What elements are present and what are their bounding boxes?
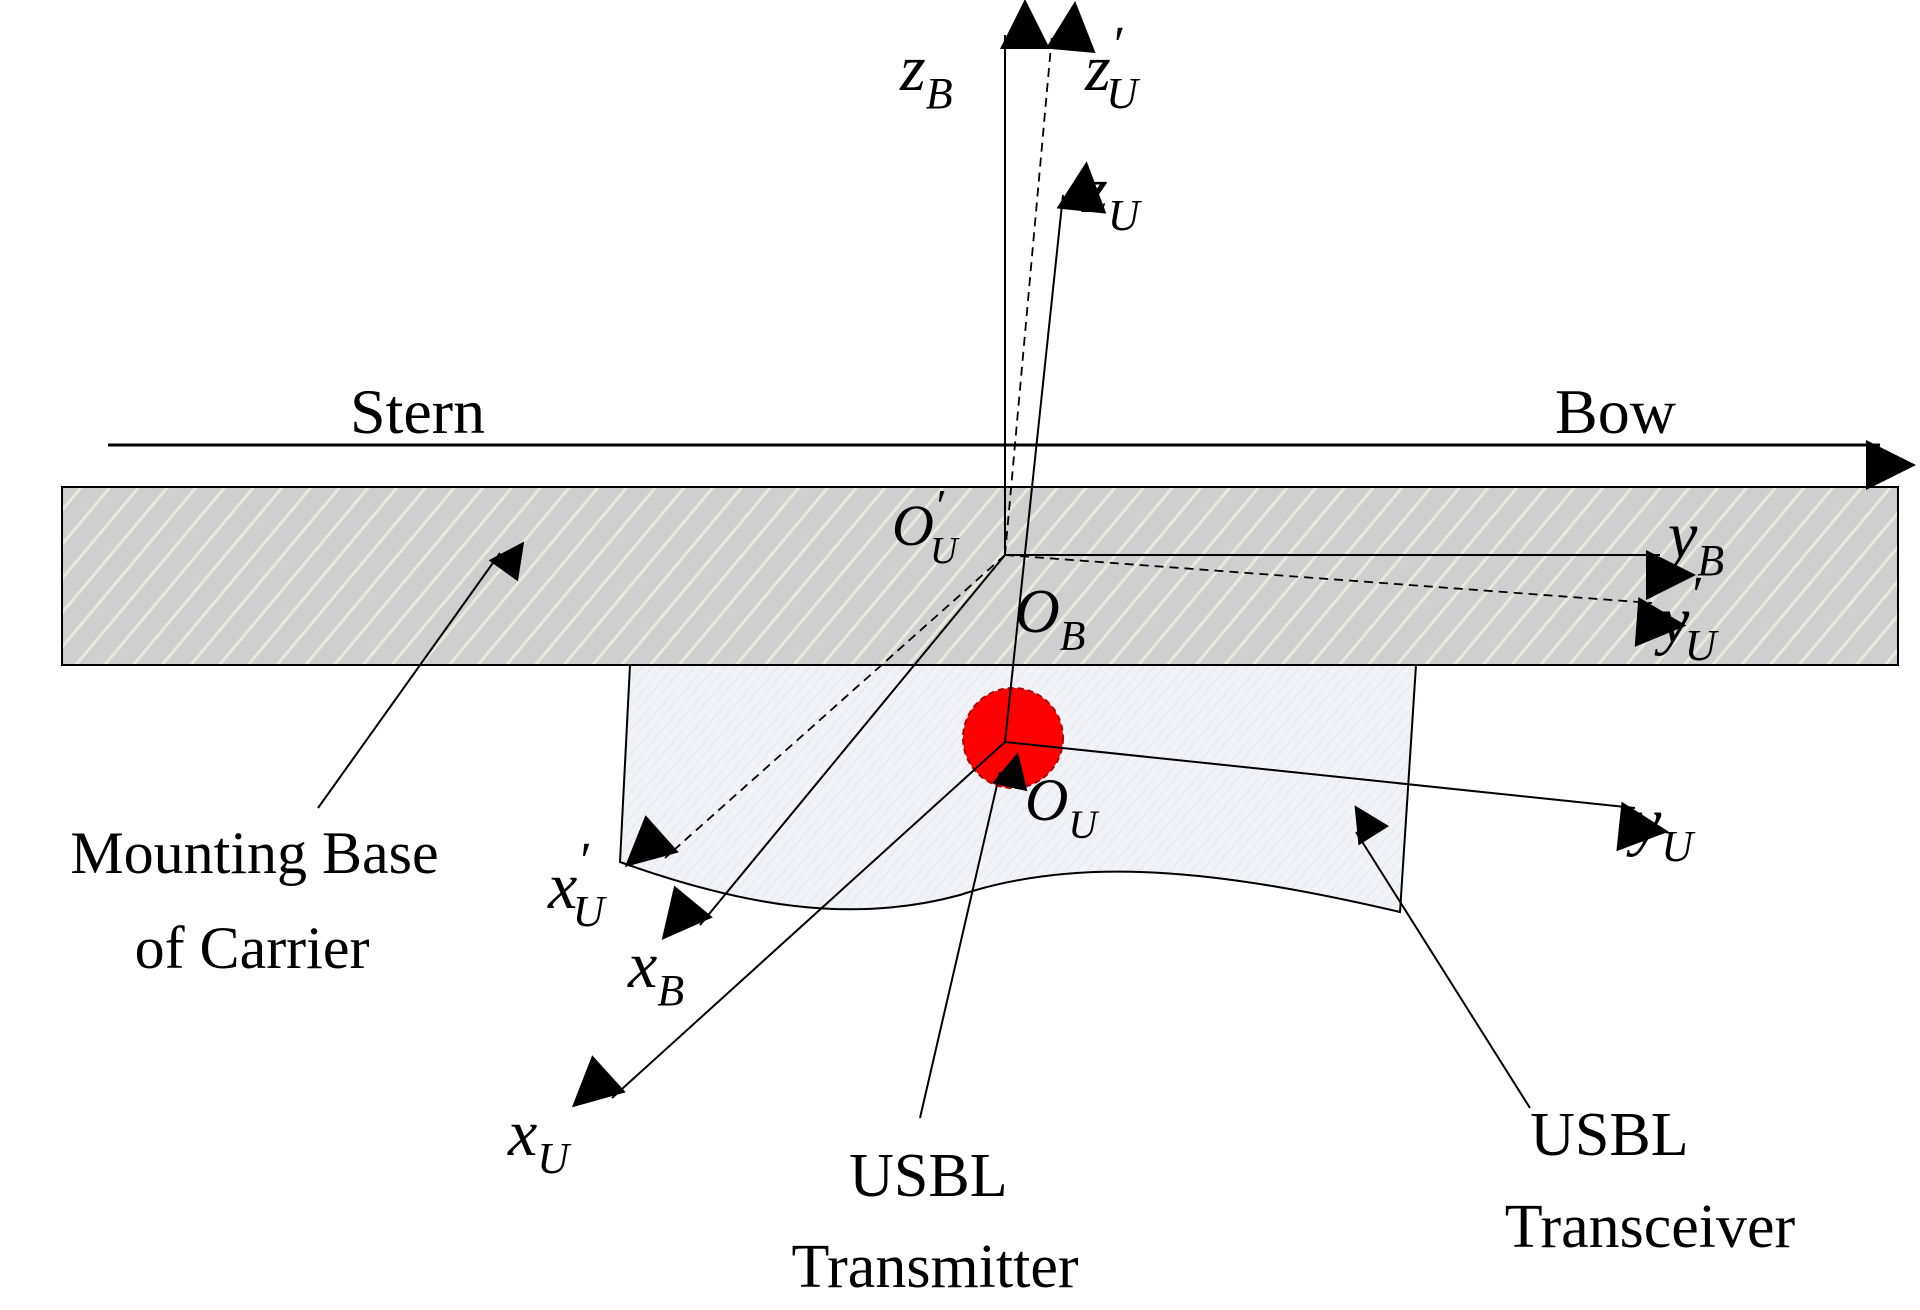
mounting-base-label-line2: of Carrier [135,915,370,981]
transmitter-label-line2: Transmitter [791,1233,1078,1301]
mounting-base-label: Mounting Base of Carrier [70,820,453,981]
transceiver-label: USBL Transceiver [1505,1101,1796,1261]
z-u-prime-mark: ′ [1111,17,1124,74]
x-u-prime-axis [624,554,1006,868]
y-u-prime-label: y′U [1654,567,1720,670]
y-u-letter: y [1626,785,1662,858]
z-u-axis [1004,161,1107,743]
x-b-subscript: B [657,966,684,1015]
y-u-prime-axis [1004,554,1687,647]
o-u-letter: O [1025,767,1068,833]
x-b-axis [661,554,1006,941]
mounting-base-label-line1: Mounting Base [70,820,438,886]
transmitter-label-line1: USBL [849,1142,1005,1210]
y-u-subscript: U [1661,822,1696,871]
y-b-letter: y [1662,499,1698,572]
z-u-letter: z [1081,154,1108,227]
stern-label: Stern [350,376,485,447]
usbl-transmitter-dot [962,687,1064,789]
o-u-prime-subscript: U [930,530,960,572]
o-u-prime-letter: O [892,493,934,558]
y-u-label: yU [1626,785,1696,871]
o-b-label: OB [1015,578,1085,660]
x-u-axis [571,741,1006,1108]
bow-label: Bow [1555,376,1676,447]
y-b-subscript: B [1697,536,1724,585]
z-b-subscript: B [926,69,953,118]
x-b-letter: x [627,929,657,1002]
z-u-label: zU [1081,154,1143,240]
transceiver-leader [1354,805,1531,1109]
y-u-prime-subscript: U [1685,621,1720,670]
y-u-prime-letter: y [1654,584,1690,657]
o-u-label: OU [1025,767,1100,847]
x-u-prime-label: x′U [547,833,608,936]
x-b-label: xB [627,929,684,1015]
o-u-prime-label: O′U [892,480,960,572]
z-b-label: zB [899,32,953,118]
x-u-prime-letter: x [547,850,577,923]
y-u-prime-mark: ′ [1689,567,1702,624]
mounting-base [61,486,1899,666]
o-b-letter: O [1015,578,1060,646]
z-u-prime-letter: z [1084,32,1111,105]
o-u-prime-mark: ′ [934,480,945,531]
x-u-prime-mark: ′ [577,833,590,890]
x-u-letter: x [507,1097,537,1170]
transceiver-label-line1: USBL [1530,1101,1686,1169]
y-b-label: yB [1662,499,1724,585]
x-u-prime-subscript: U [573,887,608,936]
mounting-base-leader [317,541,525,809]
transmitter-label: USBL Transmitter [791,1142,1078,1301]
transceiver-label-line2: Transceiver [1505,1193,1796,1261]
x-u-label: xU [507,1097,572,1183]
z-u-prime-label: z′U [1084,17,1141,118]
z-u-prime-axis [1004,0,1096,556]
x-u-subscript: U [537,1134,572,1183]
y-u-axis [1004,741,1669,852]
z-b-letter: z [899,32,926,105]
o-b-subscript: B [1060,614,1086,660]
transmitter-leader [919,752,1028,1119]
z-u-subscript: U [1108,191,1143,240]
z-u-prime-subscript: U [1106,69,1141,118]
o-u-subscript: U [1068,802,1100,847]
